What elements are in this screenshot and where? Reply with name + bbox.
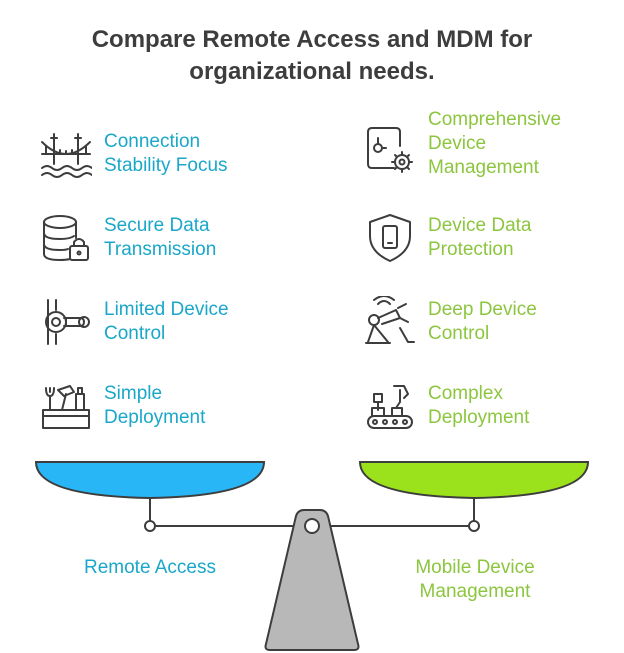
shield-phone-icon	[364, 212, 416, 264]
remote-access-item-secure-data: Secure Data Transmission	[40, 208, 280, 268]
robot-arm-icon	[364, 296, 416, 348]
toolbox-icon	[40, 380, 92, 432]
item-label: Secure Data Transmission	[104, 215, 217, 260]
mdm-item-device-data-protection: Device Data Protection	[364, 208, 604, 268]
page-title: Compare Remote Access and MDM for organi…	[0, 24, 624, 88]
title-line-2: organizational needs.	[189, 58, 435, 85]
mdm-item-comprehensive-management: Comprehensive Device Management	[364, 109, 604, 178]
remote-access-item-simple-deployment: Simple Deployment	[40, 376, 280, 436]
pivot-joint	[304, 518, 320, 534]
left-joint	[144, 520, 156, 532]
device-gear-icon	[364, 124, 416, 176]
conveyor-icon	[364, 380, 416, 432]
mdm-item-complex-deployment: Complex Deployment	[364, 376, 604, 436]
item-label: Limited Device Control	[104, 299, 229, 344]
balance-scale	[0, 450, 624, 653]
remote-access-label: Remote Access	[84, 557, 216, 578]
right-pan	[358, 461, 590, 500]
mdm-label: Mobile Device Management	[415, 557, 535, 602]
bridge-icon	[40, 128, 92, 180]
database-lock-icon	[40, 212, 92, 264]
mdm-item-deep-control: Deep Device Control	[364, 292, 604, 352]
left-pan	[34, 461, 266, 500]
fulcrum	[264, 509, 360, 651]
right-joint	[468, 520, 480, 532]
item-label: Device Data Protection	[428, 215, 532, 260]
item-label: Complex Deployment	[428, 383, 530, 428]
valve-icon	[40, 296, 92, 348]
item-label: Comprehensive Device Management	[428, 109, 562, 178]
remote-access-item-connection-stability: Connection Stability Focus	[40, 124, 280, 184]
item-label: Deep Device Control	[428, 299, 537, 344]
remote-access-item-limited-control: Limited Device Control	[40, 292, 280, 352]
title-line-1: Compare Remote Access and MDM for	[91, 26, 533, 53]
item-label: Simple Deployment	[104, 383, 206, 428]
item-label: Connection Stability Focus	[104, 131, 228, 176]
